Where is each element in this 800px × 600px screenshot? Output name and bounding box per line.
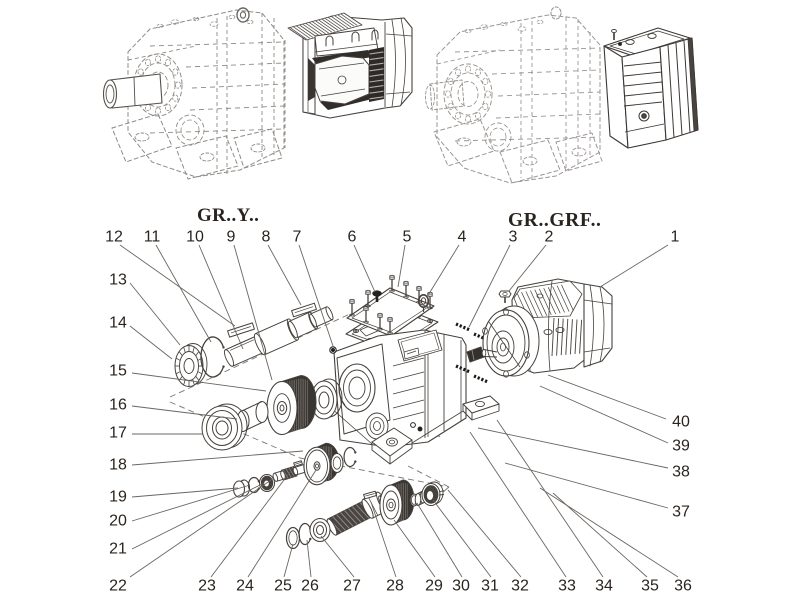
svg-text:GR..Y..: GR..Y..	[197, 205, 259, 226]
svg-text:24: 24	[236, 578, 254, 595]
svg-text:22: 22	[109, 578, 127, 595]
svg-text:17: 17	[109, 425, 127, 442]
svg-text:19: 19	[109, 489, 127, 506]
svg-text:4: 4	[458, 229, 467, 246]
svg-text:1: 1	[671, 229, 680, 246]
svg-text:15: 15	[109, 363, 127, 380]
svg-text:35: 35	[641, 578, 659, 595]
svg-text:5: 5	[403, 229, 412, 246]
svg-text:9: 9	[227, 229, 236, 246]
svg-text:27: 27	[343, 578, 361, 595]
svg-text:7: 7	[293, 229, 302, 246]
svg-text:26: 26	[301, 578, 319, 595]
svg-text:36: 36	[674, 578, 692, 595]
svg-text:23: 23	[198, 578, 216, 595]
svg-text:10: 10	[186, 229, 204, 246]
svg-text:3: 3	[509, 229, 518, 246]
svg-text:28: 28	[386, 578, 404, 595]
svg-text:38: 38	[672, 464, 690, 481]
svg-text:16: 16	[109, 397, 127, 414]
svg-text:25: 25	[274, 578, 292, 595]
svg-text:33: 33	[558, 578, 576, 595]
svg-text:37: 37	[672, 504, 690, 521]
svg-text:30: 30	[452, 578, 470, 595]
svg-text:12: 12	[105, 229, 123, 246]
svg-text:8: 8	[262, 229, 271, 246]
svg-text:2: 2	[545, 229, 554, 246]
svg-text:GR..GRF..: GR..GRF..	[508, 210, 602, 231]
svg-text:29: 29	[425, 578, 443, 595]
svg-text:21: 21	[109, 541, 127, 558]
svg-text:6: 6	[348, 229, 357, 246]
svg-text:39: 39	[672, 438, 690, 455]
svg-text:31: 31	[481, 578, 499, 595]
svg-text:40: 40	[672, 414, 690, 431]
svg-text:32: 32	[511, 578, 529, 595]
svg-text:14: 14	[109, 315, 127, 332]
svg-text:11: 11	[144, 229, 161, 246]
svg-text:18: 18	[109, 457, 127, 474]
svg-text:34: 34	[595, 578, 613, 595]
svg-text:13: 13	[109, 272, 127, 289]
svg-text:20: 20	[109, 513, 127, 530]
